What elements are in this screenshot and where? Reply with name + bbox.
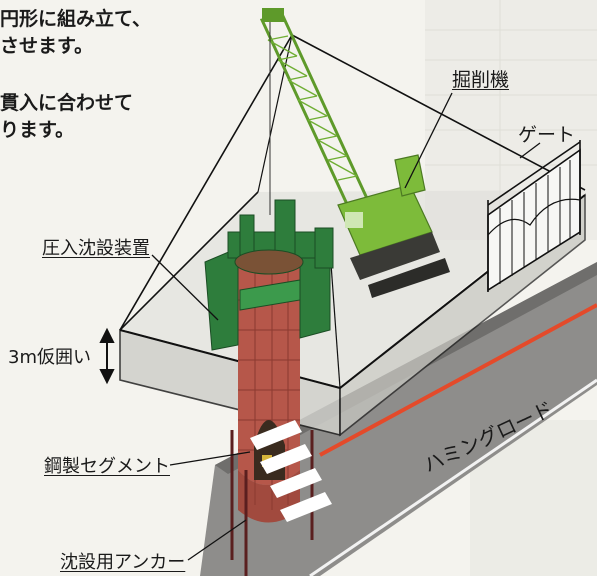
height-arrow: [99, 327, 115, 385]
leader-lines: [151, 92, 541, 561]
intro-line-1: 円形に組み立て、: [0, 8, 152, 30]
intro-text: 円形に組み立て、 させます。: [0, 6, 151, 60]
road-center-line: [319, 303, 597, 457]
anchor-label: 沈設用アンカー: [60, 552, 186, 573]
crawler-crane: [259, 8, 450, 298]
anchor-rods: [230, 430, 314, 576]
intro-line-2: させます。: [0, 35, 94, 57]
gate-label: ゲート: [518, 124, 576, 146]
press-in-device: [204, 199, 334, 351]
intro-line-3: 貫入に合わせて: [0, 92, 134, 114]
press-device-label: 圧入沈設装置: [42, 238, 150, 259]
crosswalk: [250, 420, 332, 522]
gate-structure: [487, 140, 581, 292]
excavator-label: 掘削機: [452, 69, 510, 91]
intro-line-4: ります。: [0, 119, 75, 141]
temp-fence-label: 3m仮囲い: [8, 347, 91, 368]
steel-segment-label: 鋼製セグメント: [44, 456, 170, 477]
intro-text-2: 貫入に合わせて ります。: [0, 90, 133, 144]
road-edge-line: [309, 378, 597, 576]
